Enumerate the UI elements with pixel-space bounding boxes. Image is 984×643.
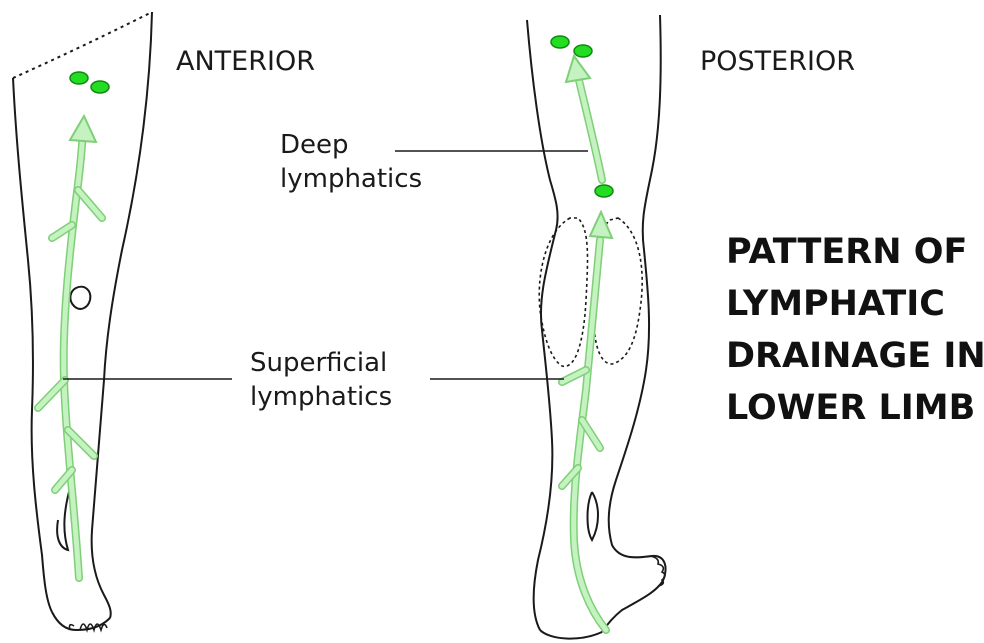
anterior-leg	[13, 12, 152, 630]
anterior-thigh-cut-edge	[13, 12, 152, 78]
superficial-lymphatics-label-line-1: Superficial	[250, 346, 392, 380]
superficial-lymphatics-label: Superficial lymphatics	[250, 346, 392, 414]
superficial-lymphatics-label-line-2: lymphatics	[250, 380, 392, 414]
posterior-heel	[540, 630, 602, 639]
posterior-deep-lymph-vessel	[566, 56, 602, 180]
posterior-leg	[527, 15, 666, 639]
deep-lymphatics-label-line-1: Deep	[280, 128, 422, 162]
title-line-1: PATTERN OF	[726, 226, 984, 278]
anterior-leg-outline-right	[92, 12, 152, 618]
posterior-ankle-bone	[588, 492, 599, 540]
posterior-inguinal-node-1	[551, 36, 569, 48]
anterior-view-label: ANTERIOR	[176, 46, 315, 77]
anterior-lymph-vessels	[38, 116, 102, 578]
posterior-calf-muscle-medial	[539, 218, 587, 366]
posterior-inguinal-node-2	[574, 45, 592, 57]
anterior-kneecap	[70, 287, 90, 309]
posterior-view-label: POSTERIOR	[700, 46, 855, 77]
title-line-4: LOWER LIMB	[726, 382, 984, 434]
posterior-popliteal-node	[595, 185, 613, 197]
anterior-ankle-bone	[57, 488, 70, 550]
title-line-3: DRAINAGE IN	[726, 330, 984, 382]
anterior-leg-outline-left	[13, 78, 52, 612]
anterior-lymph-node-2	[91, 81, 109, 93]
deep-lymphatics-label: Deep lymphatics	[280, 128, 422, 196]
deep-lymphatics-label-line-2: lymphatics	[280, 162, 422, 196]
title-line-2: LYMPHATIC	[726, 278, 984, 330]
diagram-title: PATTERN OF LYMPHATIC DRAINAGE IN LOWER L…	[726, 226, 984, 434]
posterior-leg-outline-right	[602, 15, 666, 632]
anterior-lymph-node-1	[70, 72, 88, 84]
